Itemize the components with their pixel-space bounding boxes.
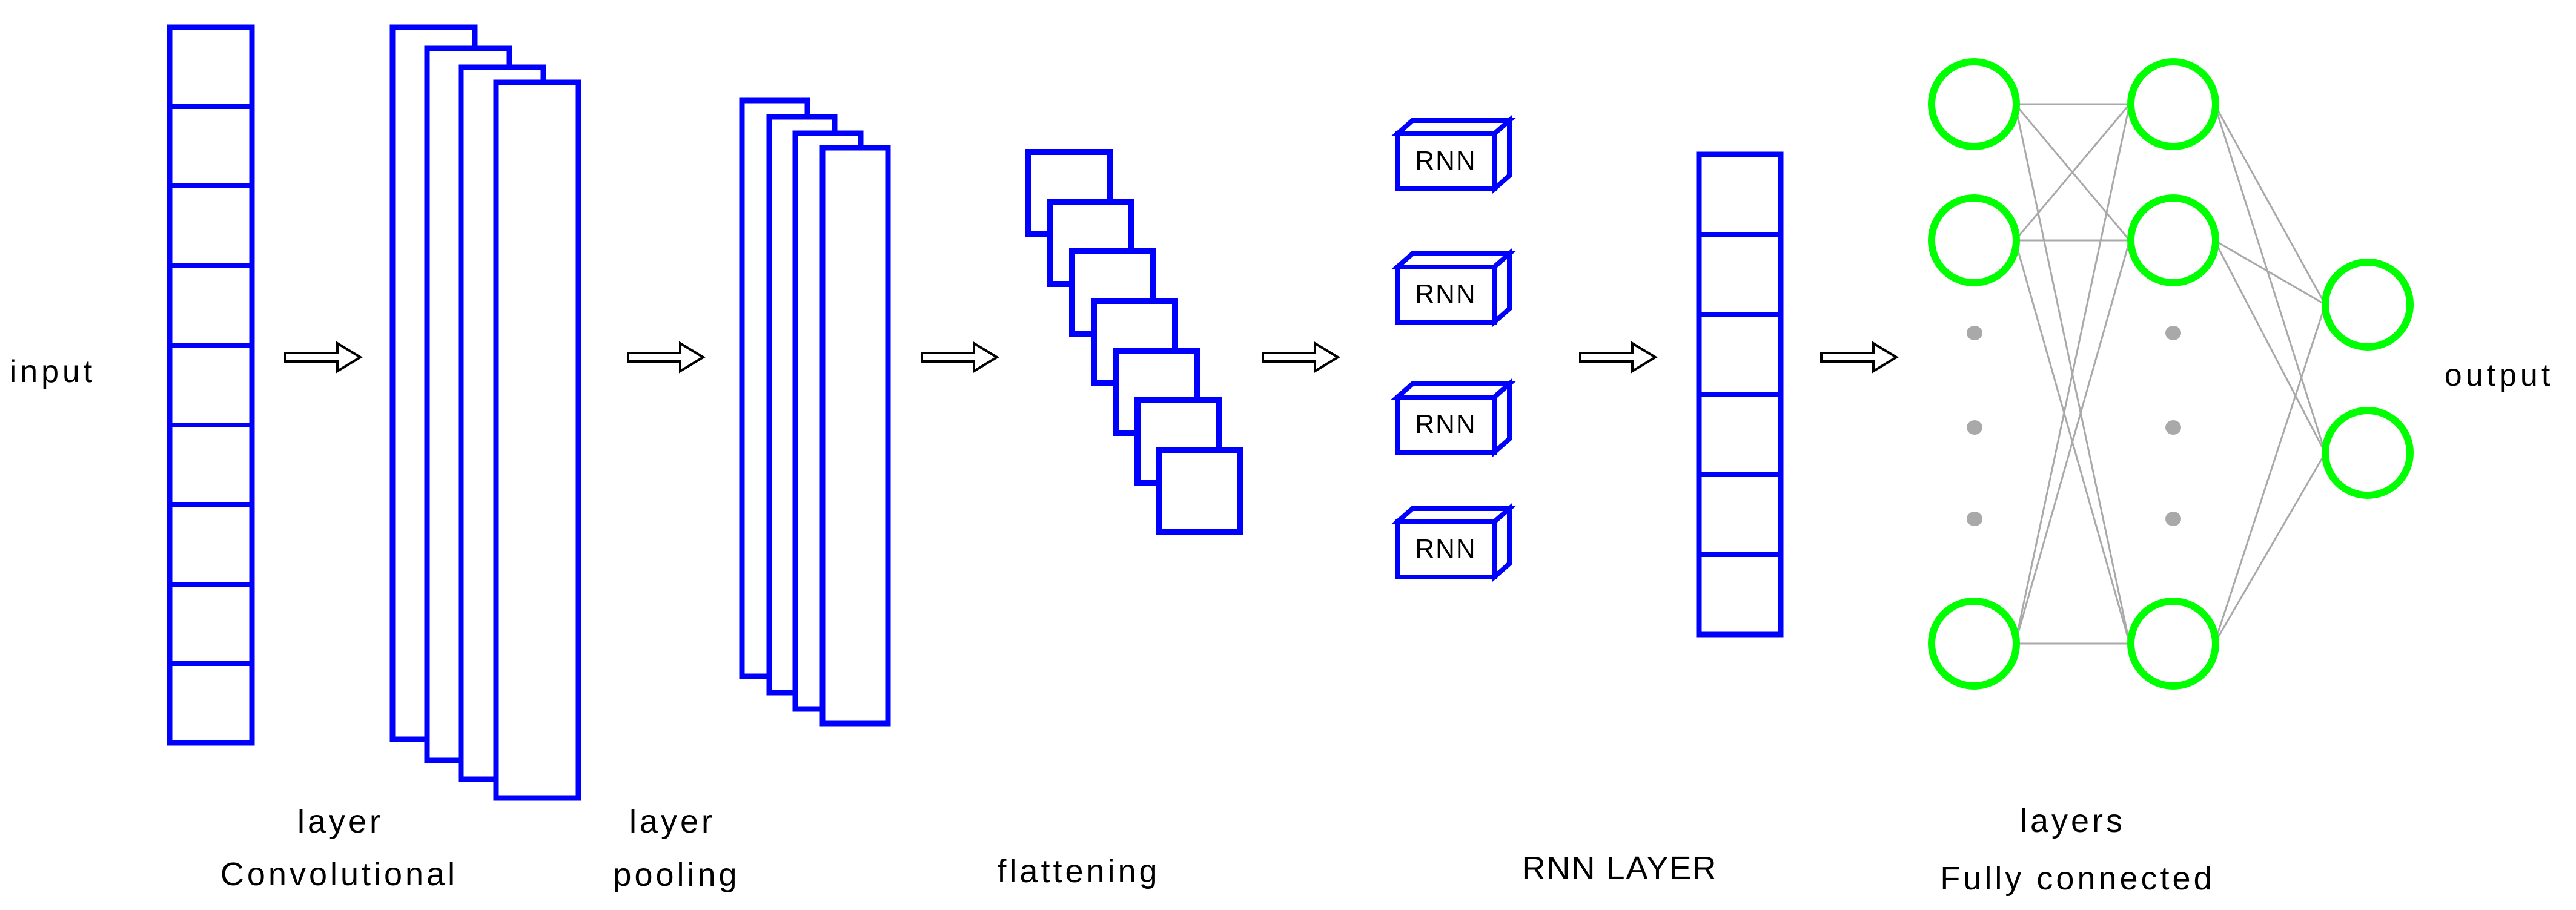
fc-layer2-node-2 xyxy=(2127,194,2219,286)
ellipsis-dot xyxy=(1967,326,1982,340)
pooling-layer-label-line1: layer xyxy=(629,803,716,840)
post-rnn-vector xyxy=(1696,151,1784,638)
fc-nodes xyxy=(1928,58,2414,690)
convolutional-feature-maps xyxy=(389,24,581,801)
convolutional-layer-label-line1: layer xyxy=(297,803,384,840)
pooling-feature-maps xyxy=(739,97,891,727)
rnn-box-text-3: RNN xyxy=(1415,409,1477,439)
fc-layer1-node-1 xyxy=(1928,58,2020,150)
flow-arrow-5 xyxy=(1579,342,1657,372)
output-label: output xyxy=(2444,358,2554,393)
ellipsis-dot xyxy=(1967,512,1982,526)
fc-connection xyxy=(2014,104,2131,241)
fully-connected-label-line2: Fully connected xyxy=(1940,860,2215,897)
fc-connection xyxy=(2213,452,2326,644)
flattening-tile-7 xyxy=(1156,447,1243,535)
conv-feature-map-4 xyxy=(493,79,581,801)
ellipsis-dot xyxy=(2165,326,2181,340)
flow-arrow-3 xyxy=(921,342,998,372)
fc-connection xyxy=(2213,104,2326,453)
flow-arrow-1 xyxy=(284,342,362,372)
rnn-layer-label: RNN LAYER xyxy=(1521,850,1718,886)
fc-layer1-node-2 xyxy=(1928,194,2020,286)
flattening-label: flattening xyxy=(997,853,1161,889)
fc-connections xyxy=(2014,103,2326,645)
convolutional-layer-label-line2: Convolutional xyxy=(220,856,459,892)
fc-connection xyxy=(2213,240,2326,453)
flattening-tiles xyxy=(1025,149,1243,535)
fc-connection xyxy=(2214,239,2326,306)
fc-connection xyxy=(2213,104,2326,305)
rnn-box-text-2: RNN xyxy=(1415,279,1477,309)
fc-layer2-node-1 xyxy=(2127,58,2219,150)
fc-connection xyxy=(2014,104,2131,644)
pooling-feature-map-4 xyxy=(819,145,891,727)
output-node-1 xyxy=(2322,259,2414,351)
fc-connection xyxy=(2213,304,2326,644)
rnn-box-text-4: RNN xyxy=(1415,534,1477,564)
flow-arrow-4 xyxy=(1262,342,1339,372)
ellipsis-dot xyxy=(2165,512,2181,526)
fully-connected-label-line1: layers xyxy=(2019,803,2126,839)
output-node-2 xyxy=(2322,407,2414,499)
flow-arrow-2 xyxy=(627,342,704,372)
input-label: input xyxy=(9,354,96,389)
fc-ellipsis-dots xyxy=(1967,326,2181,526)
fc-layer2-node-3 xyxy=(2127,598,2219,690)
fc-connection xyxy=(2014,240,2131,644)
fc-layer1-node-3 xyxy=(1928,598,2020,690)
input-vector xyxy=(167,24,255,746)
ellipsis-dot xyxy=(1967,420,1982,435)
pooling-layer-label-line2: pooling xyxy=(613,857,740,893)
rnn-box-text-1: RNN xyxy=(1415,146,1477,176)
ellipsis-dot xyxy=(2165,420,2181,435)
flow-arrow-6 xyxy=(1820,342,1898,372)
